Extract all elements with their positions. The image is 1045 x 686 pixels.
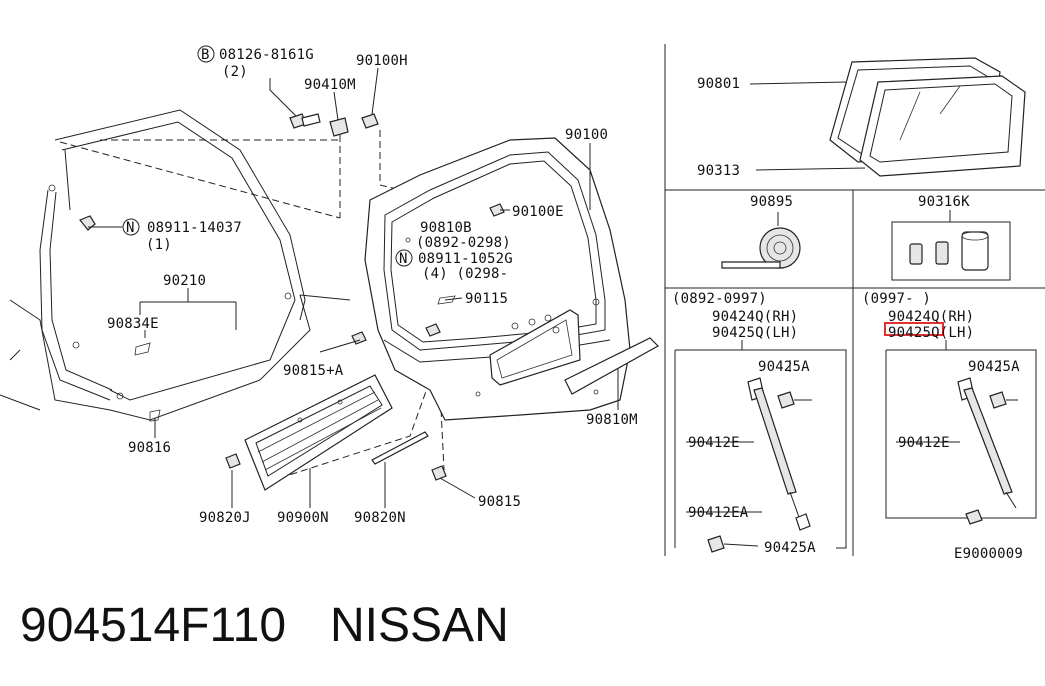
- tape-90895: [721, 212, 801, 269]
- label-strut-lh-right: 90425Q(LH): [888, 325, 974, 341]
- label-90810b-date: (0892-0298): [416, 235, 511, 251]
- label-90895: 90895: [750, 194, 793, 210]
- circle-b-symbol: B: [197, 45, 215, 63]
- label-90100: 90100: [565, 127, 608, 143]
- label-90412e-left: 90412E: [688, 435, 740, 451]
- highlight-box: [884, 322, 944, 336]
- car-body-drawing: [0, 109, 351, 422]
- circle-n-symbol-1: N: [122, 218, 140, 236]
- label-strut-rh-left: 90424Q(RH): [712, 309, 798, 325]
- part-number: 904514F110: [20, 599, 287, 652]
- part-labels: 08126-8161G (2) 90100H 90410M 90100 0891…: [107, 47, 1023, 562]
- label-figure-code: E9000009: [954, 546, 1023, 562]
- leader-lines: [88, 67, 619, 508]
- panel-90900n: [244, 374, 393, 491]
- circle-n-symbol-2: N: [395, 249, 413, 267]
- label-90816: 90816: [128, 440, 171, 456]
- back-door-drawing: [364, 137, 631, 421]
- label-90100e: 90100E: [512, 204, 564, 220]
- label-90425a-bottom: 90425A: [764, 540, 816, 556]
- kit-90316k: [891, 210, 1011, 281]
- moulding-90810m: [564, 337, 659, 395]
- label-90410m: 90410M: [304, 77, 356, 93]
- label-90316k: 90316K: [918, 194, 970, 210]
- label-90412ea: 90412EA: [688, 505, 749, 521]
- label-90425a-left: 90425A: [758, 359, 810, 375]
- caption: 904514F110 NISSAN: [20, 598, 509, 653]
- label-08911-1052g: 08911-1052G: [418, 251, 513, 267]
- label-90900n: 90900N: [277, 510, 329, 526]
- label-90210: 90210: [163, 273, 206, 289]
- label-90801: 90801: [697, 76, 740, 92]
- svg-text:N: N: [399, 251, 408, 267]
- label-90820j: 90820J: [199, 510, 251, 526]
- label-strut-lh-left: 90425Q(LH): [712, 325, 798, 341]
- label-range-right: (0997- ): [862, 291, 931, 307]
- label-90412e-right: 90412E: [898, 435, 950, 451]
- dashed-guides: [59, 130, 491, 479]
- fasteners: [225, 113, 505, 481]
- svg-text:B: B: [201, 47, 210, 63]
- glass-drawing: [749, 57, 1026, 177]
- label-nut1-qty: (1): [146, 237, 172, 253]
- label-90815-a: 90815+A: [283, 363, 344, 379]
- label-90115: 90115: [465, 291, 508, 307]
- label-90425a-right: 90425A: [968, 359, 1020, 375]
- strip-90820n: [371, 431, 429, 465]
- label-08911-14037: 08911-14037: [147, 220, 242, 236]
- label-90834e: 90834E: [107, 316, 159, 332]
- label-90810m: 90810M: [586, 412, 638, 428]
- svg-text:N: N: [126, 220, 135, 236]
- strut-box-left: [674, 340, 847, 553]
- panel-dividers: [664, 44, 1045, 556]
- label-90810b: 90810B: [420, 220, 472, 236]
- label-90313: 90313: [697, 163, 740, 179]
- label-90820n: 90820N: [354, 510, 406, 526]
- label-90100h: 90100H: [356, 53, 408, 69]
- brand-name: NISSAN: [330, 599, 509, 652]
- label-90815: 90815: [478, 494, 521, 510]
- label-strut-rh-right: 90424Q(RH): [888, 309, 974, 325]
- strut-box-right: [885, 340, 1037, 525]
- label-bolt-qty: (2): [222, 64, 248, 80]
- label-range-left: (0892-0997): [672, 291, 767, 307]
- label-08126-8161g: 08126-8161G: [219, 47, 314, 63]
- label-nut2-qty: (4) (0298-: [422, 266, 508, 282]
